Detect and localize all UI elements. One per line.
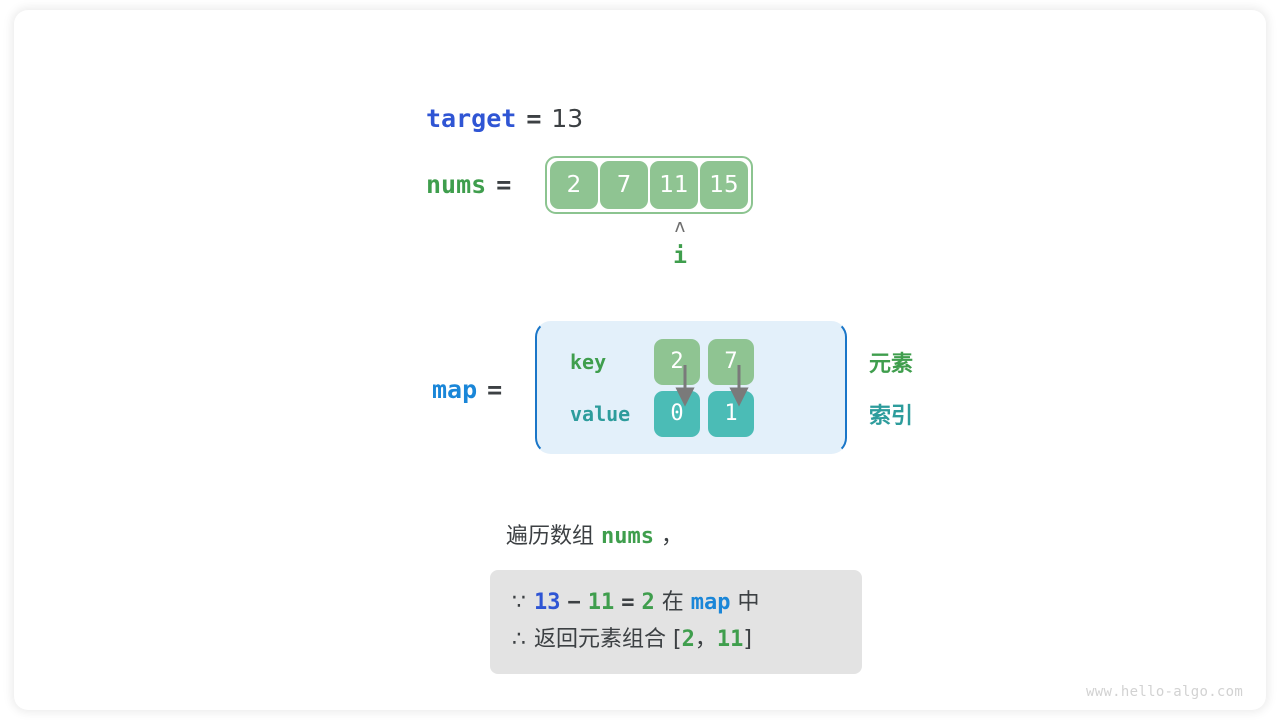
diagram-canvas: target = 13 nums = 2 7 11 15 ʌ i map = key 2…	[14, 10, 1266, 710]
target-value: 13	[551, 104, 584, 133]
nums-equals-sign: =	[496, 170, 512, 199]
conclusion-tail: 中	[737, 590, 760, 615]
array-cell: 11	[650, 161, 698, 209]
legend-index-label: 索引	[869, 403, 914, 429]
minus-operator: −	[567, 590, 581, 615]
nums-array: 2 7 11 15	[545, 156, 753, 214]
map-key-row: key 2 7	[562, 336, 822, 388]
map-value-row: value 0 1	[562, 388, 822, 440]
map-key-label: key	[570, 349, 607, 374]
target-equals-sign: =	[526, 104, 542, 133]
map-value-cell: 0	[654, 390, 700, 437]
conclusion-operand-a: 13	[534, 590, 561, 615]
returned-comma: ，	[694, 627, 717, 652]
array-index-pointer: ʌ i	[657, 218, 703, 270]
conclusion-operand-b: 11	[587, 590, 615, 615]
therefore-symbol: ∴	[512, 627, 526, 652]
array-cell: 2	[550, 161, 598, 209]
map-value-cell: 1	[708, 390, 754, 437]
caption-code-nums: nums	[601, 524, 654, 549]
pointer-label-i: i	[673, 243, 687, 269]
array-cell: 15	[700, 161, 748, 209]
map-variable-label: map	[432, 375, 478, 404]
map-value-label: value	[570, 401, 631, 426]
conclusion-container-map: map	[690, 590, 731, 615]
map-assignment-label: map =	[432, 373, 512, 407]
array-cell: 7	[600, 161, 648, 209]
legend-element-label: 元素	[869, 351, 914, 377]
equals-operator: =	[621, 590, 635, 615]
map-legend: 元素 索引	[869, 321, 913, 454]
map-key-cells: 2 7	[654, 338, 754, 385]
conclusion-result: 2	[641, 590, 655, 615]
conclusion-in-text: 在	[661, 590, 684, 615]
because-symbol: ∵	[512, 590, 526, 615]
conclusion-return-text: 返回元素组合	[534, 627, 667, 652]
caption-prefix: 遍历数组	[506, 524, 595, 549]
caret-up-icon: ʌ	[674, 216, 686, 237]
returned-value-1: 2	[681, 627, 695, 652]
map-value-cells: 0 1	[654, 390, 754, 437]
nums-variable-label: nums	[426, 170, 487, 199]
target-assignment-row: target = 13	[426, 102, 583, 136]
map-key-cell: 2	[654, 338, 700, 385]
map-equals-sign: =	[487, 375, 503, 404]
map-key-cell: 7	[708, 338, 754, 385]
returned-value-2: 11	[716, 627, 744, 652]
map-rows: key 2 7 value 0 1	[562, 321, 822, 454]
watermark: www.hello-algo.com	[1086, 684, 1244, 700]
bracket-close: ]	[743, 627, 752, 652]
nums-assignment-label: nums =	[426, 168, 521, 202]
target-variable-label: target	[426, 104, 517, 133]
conclusion-line-2: ∴ 返回元素组合[2，11]	[512, 621, 840, 658]
caption-suffix: ，	[661, 524, 684, 549]
bracket-open: [	[673, 627, 682, 652]
